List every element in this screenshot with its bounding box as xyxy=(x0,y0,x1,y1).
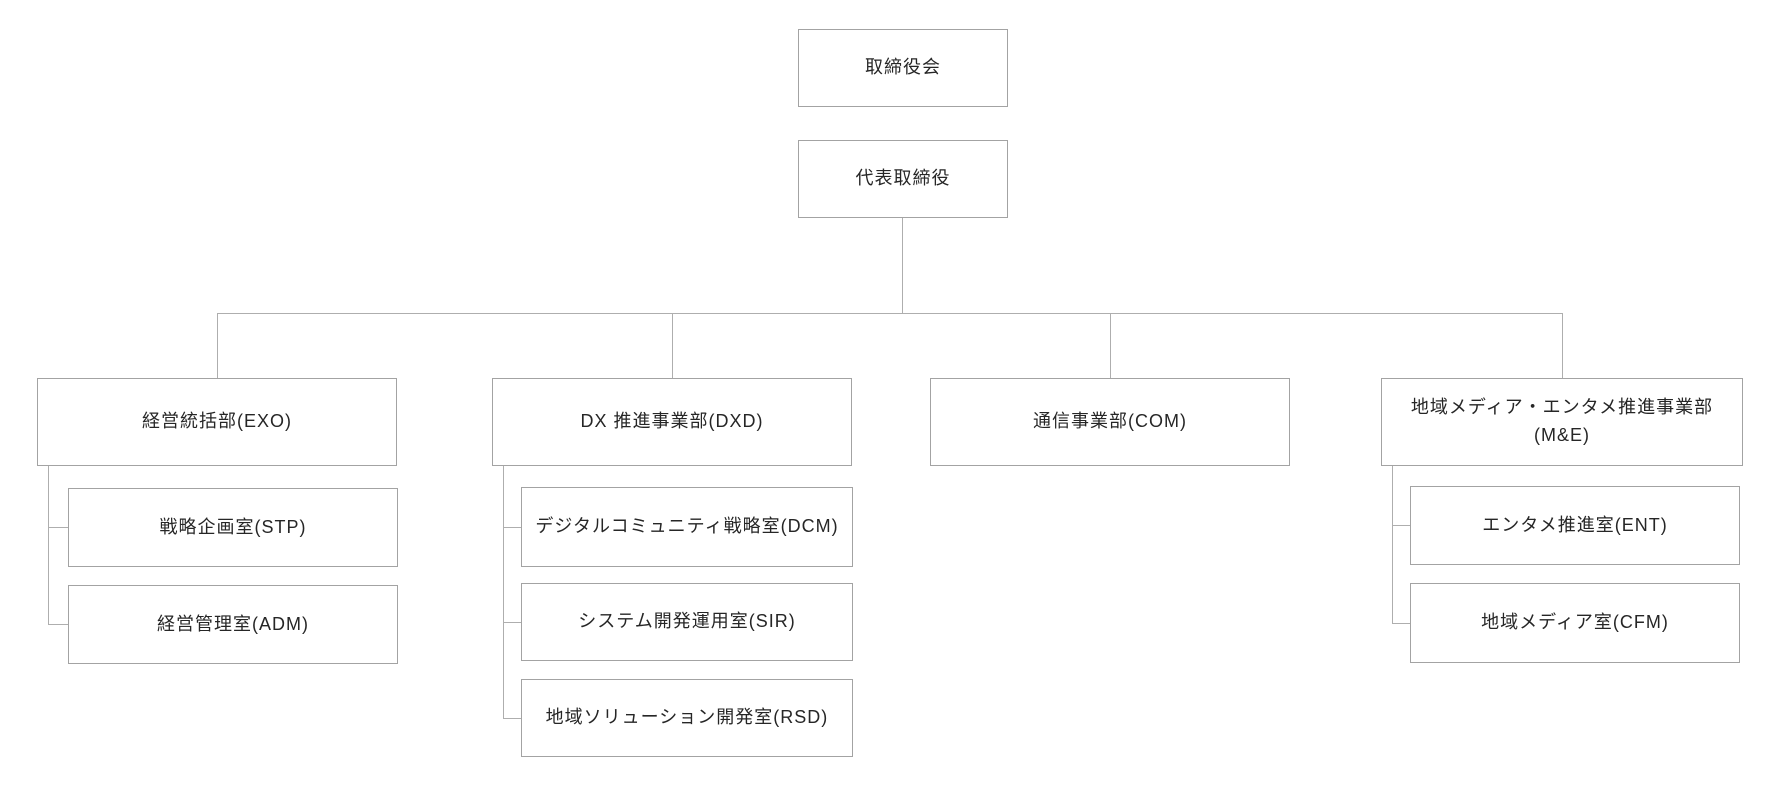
node-label: 地域メディア室(CFM) xyxy=(1481,612,1669,633)
node-room-rsd: 地域ソリューション開発室(RSD) xyxy=(521,679,853,757)
connector-bus xyxy=(217,313,1563,314)
node-label: 取締役会 xyxy=(865,57,941,78)
node-label: デジタルコミュニティ戦略室(DCM) xyxy=(535,516,839,537)
node-label: 経営統括部(EXO) xyxy=(141,411,292,432)
node-room-dcm: デジタルコミュニティ戦略室(DCM) xyxy=(521,487,853,567)
node-room-ent: エンタメ推進室(ENT) xyxy=(1410,486,1740,565)
node-representative-director: 代表取締役 xyxy=(798,140,1008,218)
connector-stub-sir xyxy=(503,622,521,623)
node-label: DX 推進事業部(DXD) xyxy=(580,411,764,432)
connector-president-drop xyxy=(902,218,903,314)
node-label: システム開発運用室(SIR) xyxy=(578,611,796,632)
connector-stub-rsd xyxy=(503,718,521,719)
connector-drop-dxd xyxy=(672,313,673,378)
connector-drop-exo xyxy=(217,313,218,378)
connector-branch-exo xyxy=(48,466,49,625)
node-label: 通信事業部(COM) xyxy=(1033,411,1187,432)
connector-stub-cfm xyxy=(1392,623,1410,624)
connector-stub-dcm xyxy=(503,527,521,528)
node-label: 代表取締役 xyxy=(855,168,951,189)
node-label: エンタメ推進室(ENT) xyxy=(1482,514,1668,535)
connector-stub-stp xyxy=(48,527,68,528)
node-dept-me: 地域メディア・エンタメ推進事業部 (M&E) xyxy=(1381,378,1743,466)
node-label: 地域ソリューション開発室(RSD) xyxy=(545,707,829,728)
connector-branch-dxd xyxy=(503,466,504,719)
node-label: 戦略企画室(STP) xyxy=(159,516,307,537)
node-dept-com: 通信事業部(COM) xyxy=(930,378,1290,466)
connector-stub-ent xyxy=(1392,525,1410,526)
node-room-sir: システム開発運用室(SIR) xyxy=(521,583,853,661)
node-room-adm: 経営管理室(ADM) xyxy=(68,585,398,664)
node-room-cfm: 地域メディア室(CFM) xyxy=(1410,583,1740,663)
node-label: 地域メディア・エンタメ推進事業部 xyxy=(1410,397,1714,418)
connector-stub-adm xyxy=(48,624,68,625)
node-room-stp: 戦略企画室(STP) xyxy=(68,488,398,567)
node-dept-exo: 経営統括部(EXO) xyxy=(37,378,397,466)
node-sublabel: (M&E) xyxy=(1534,425,1590,445)
connector-drop-com xyxy=(1110,313,1111,378)
connector-drop-me xyxy=(1562,313,1563,378)
connector-branch-me xyxy=(1392,466,1393,624)
node-label: 経営管理室(ADM) xyxy=(157,613,309,634)
node-board-of-directors: 取締役会 xyxy=(798,29,1008,107)
node-dept-dxd: DX 推進事業部(DXD) xyxy=(492,378,852,466)
